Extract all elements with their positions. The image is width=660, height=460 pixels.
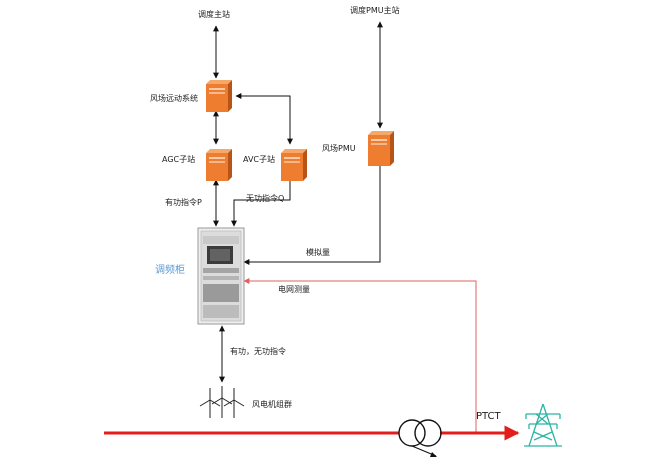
- transformer-icon: [398, 419, 442, 457]
- label-analog-quantity: 模拟量: [306, 248, 330, 257]
- label-dispatch-master: 调度主站: [198, 10, 230, 19]
- server-avc-icon: [281, 149, 307, 181]
- label-wind-turbine-group: 风电机组群: [252, 400, 292, 409]
- link-avc-cabinet: [231, 180, 291, 227]
- transmission-tower-icon: [524, 403, 562, 447]
- link-telecontrol-avc: [235, 93, 293, 145]
- label-grid-measurement: 电网测量: [278, 285, 310, 294]
- label-active-command-p: 有功指令P: [165, 198, 202, 207]
- label-frequency-cabinet: 调频柜: [155, 265, 185, 276]
- server-agc-icon: [206, 149, 232, 181]
- frequency-cabinet-icon: [197, 227, 245, 325]
- link-grid-measurement: [243, 278, 477, 432]
- server-pmu-icon: [368, 131, 394, 166]
- label-reactive-command-q: 无功指令Q: [246, 194, 285, 203]
- label-avc-substation: AVC子站: [243, 155, 276, 164]
- label-wind-farm-telecontrol: 风场远动系统: [150, 94, 198, 103]
- wind-turbines-icon: [199, 386, 245, 418]
- server-telecontrol-icon: [206, 80, 232, 112]
- connections: [213, 21, 477, 432]
- label-pmu-master: 调度PMU主站: [350, 6, 400, 15]
- label-wind-farm-pmu: 风场PMU: [322, 144, 356, 153]
- label-ptct: PTCT: [476, 411, 501, 422]
- link-pmu-cabinet: [243, 166, 381, 265]
- label-active-reactive-command: 有功，无功指令: [230, 347, 286, 356]
- label-agc-substation: AGC子站: [162, 155, 196, 164]
